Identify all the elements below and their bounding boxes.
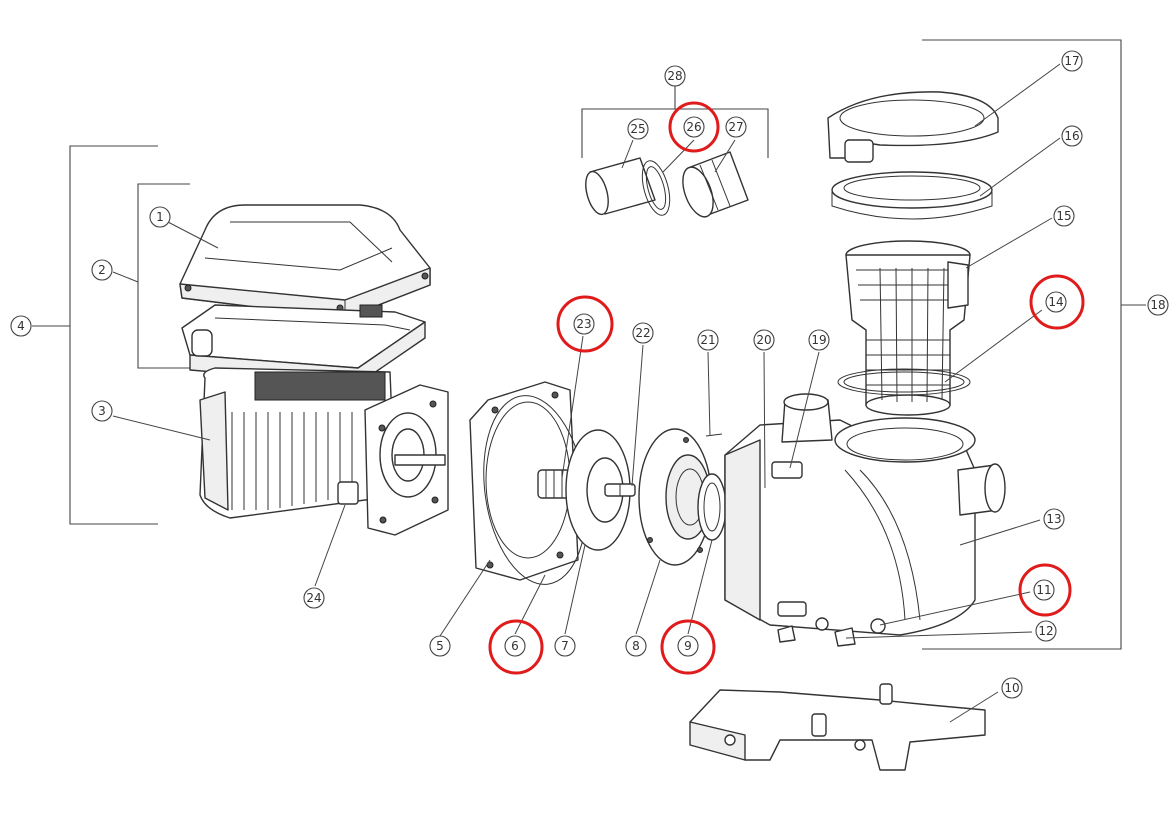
callout-9[interactable]: 9 [677,635,699,657]
callout-4[interactable]: 4 [10,315,32,337]
leader-lines [112,63,1061,723]
callout-10[interactable]: 10 [1001,677,1023,699]
highlight-callout-9 [660,619,716,675]
callout-19-label: 19 [811,333,826,347]
callout-16[interactable]: 16 [1061,125,1083,147]
callout-28-label: 28 [667,69,682,83]
callout-10-label: 10 [1004,681,1019,695]
union-o-ring [641,160,671,216]
callout-15[interactable]: 15 [1053,205,1075,227]
callout-28[interactable]: 28 [664,65,686,87]
callout-23[interactable]: 23 [573,313,595,335]
highlight-callout-26 [668,101,720,153]
callout-12[interactable]: 12 [1035,620,1057,642]
callout-21-label: 21 [700,333,715,347]
callout-18-label: 18 [1150,298,1165,312]
highlight-callout-11 [1018,563,1072,617]
callout-17-label: 17 [1064,54,1079,68]
callout-27-label: 27 [728,120,743,134]
callout-20-label: 20 [756,333,771,347]
pump-housing [705,393,1006,647]
callout-26-label: 26 [686,120,701,134]
callout-16-label: 16 [1064,129,1079,143]
callout-2[interactable]: 2 [91,259,113,281]
callout-18[interactable]: 18 [1147,294,1169,316]
lid-locking-ring [831,171,993,220]
callout-25-label: 25 [630,122,645,136]
callout-27[interactable]: 27 [725,116,747,138]
callout-13[interactable]: 13 [1043,508,1065,530]
callout-20[interactable]: 20 [753,329,775,351]
callout-1[interactable]: 1 [149,206,171,228]
seal-plate [469,381,579,581]
callout-5[interactable]: 5 [429,635,451,657]
callout-7[interactable]: 7 [554,635,576,657]
callout-25[interactable]: 25 [627,118,649,140]
highlight-callout-6 [488,619,544,675]
bracket-4-assembly [69,145,158,525]
callout-19[interactable]: 19 [808,329,830,351]
callout-4-label: 4 [17,319,25,333]
callout-6-label: 6 [511,639,519,653]
callout-17[interactable]: 17 [1061,50,1083,72]
motor-cooling-fins [231,412,353,510]
callout-9-label: 9 [684,639,692,653]
mechanical-seal [537,469,571,499]
callout-24-label: 24 [306,591,321,605]
callout-22[interactable]: 22 [632,322,654,344]
highlight-callout-23 [556,295,614,353]
callout-13-label: 13 [1046,512,1061,526]
callout-7-label: 7 [561,639,569,653]
highlight-markers [488,101,1085,675]
callout-3[interactable]: 3 [91,400,113,422]
lid-o-ring [837,368,971,396]
bracket-18-housing-assembly [922,39,1122,650]
callout-26[interactable]: 26 [683,116,705,138]
callout-12-label: 12 [1038,624,1053,638]
impeller [565,429,636,551]
callout-8-label: 8 [632,639,640,653]
union-nut [682,151,749,218]
callout-22-label: 22 [635,326,650,340]
motor-body [199,367,449,536]
callout-11-label: 11 [1036,583,1051,597]
callout-23-label: 23 [576,317,591,331]
callout-24[interactable]: 24 [303,587,325,609]
callout-1-label: 1 [156,210,164,224]
motor-drive-cover [179,204,431,319]
highlight-callout-14 [1029,274,1085,330]
callout-15-label: 15 [1056,209,1071,223]
union-tailpiece [585,157,656,216]
callout-3-label: 3 [98,404,106,418]
strainer-lid [827,91,999,163]
callout-14-label: 14 [1048,295,1063,309]
strainer-basket [845,240,971,416]
callout-6[interactable]: 6 [504,635,526,657]
callout-21[interactable]: 21 [697,329,719,351]
bracket-2-drive [137,183,190,369]
wear-ring [697,473,727,541]
pump-base [689,683,986,771]
callout-5-label: 5 [436,639,444,653]
callout-2-label: 2 [98,263,106,277]
group-brackets [32,39,1146,650]
callout-11[interactable]: 11 [1033,579,1055,601]
callout-14[interactable]: 14 [1045,291,1067,313]
callout-8[interactable]: 8 [625,635,647,657]
